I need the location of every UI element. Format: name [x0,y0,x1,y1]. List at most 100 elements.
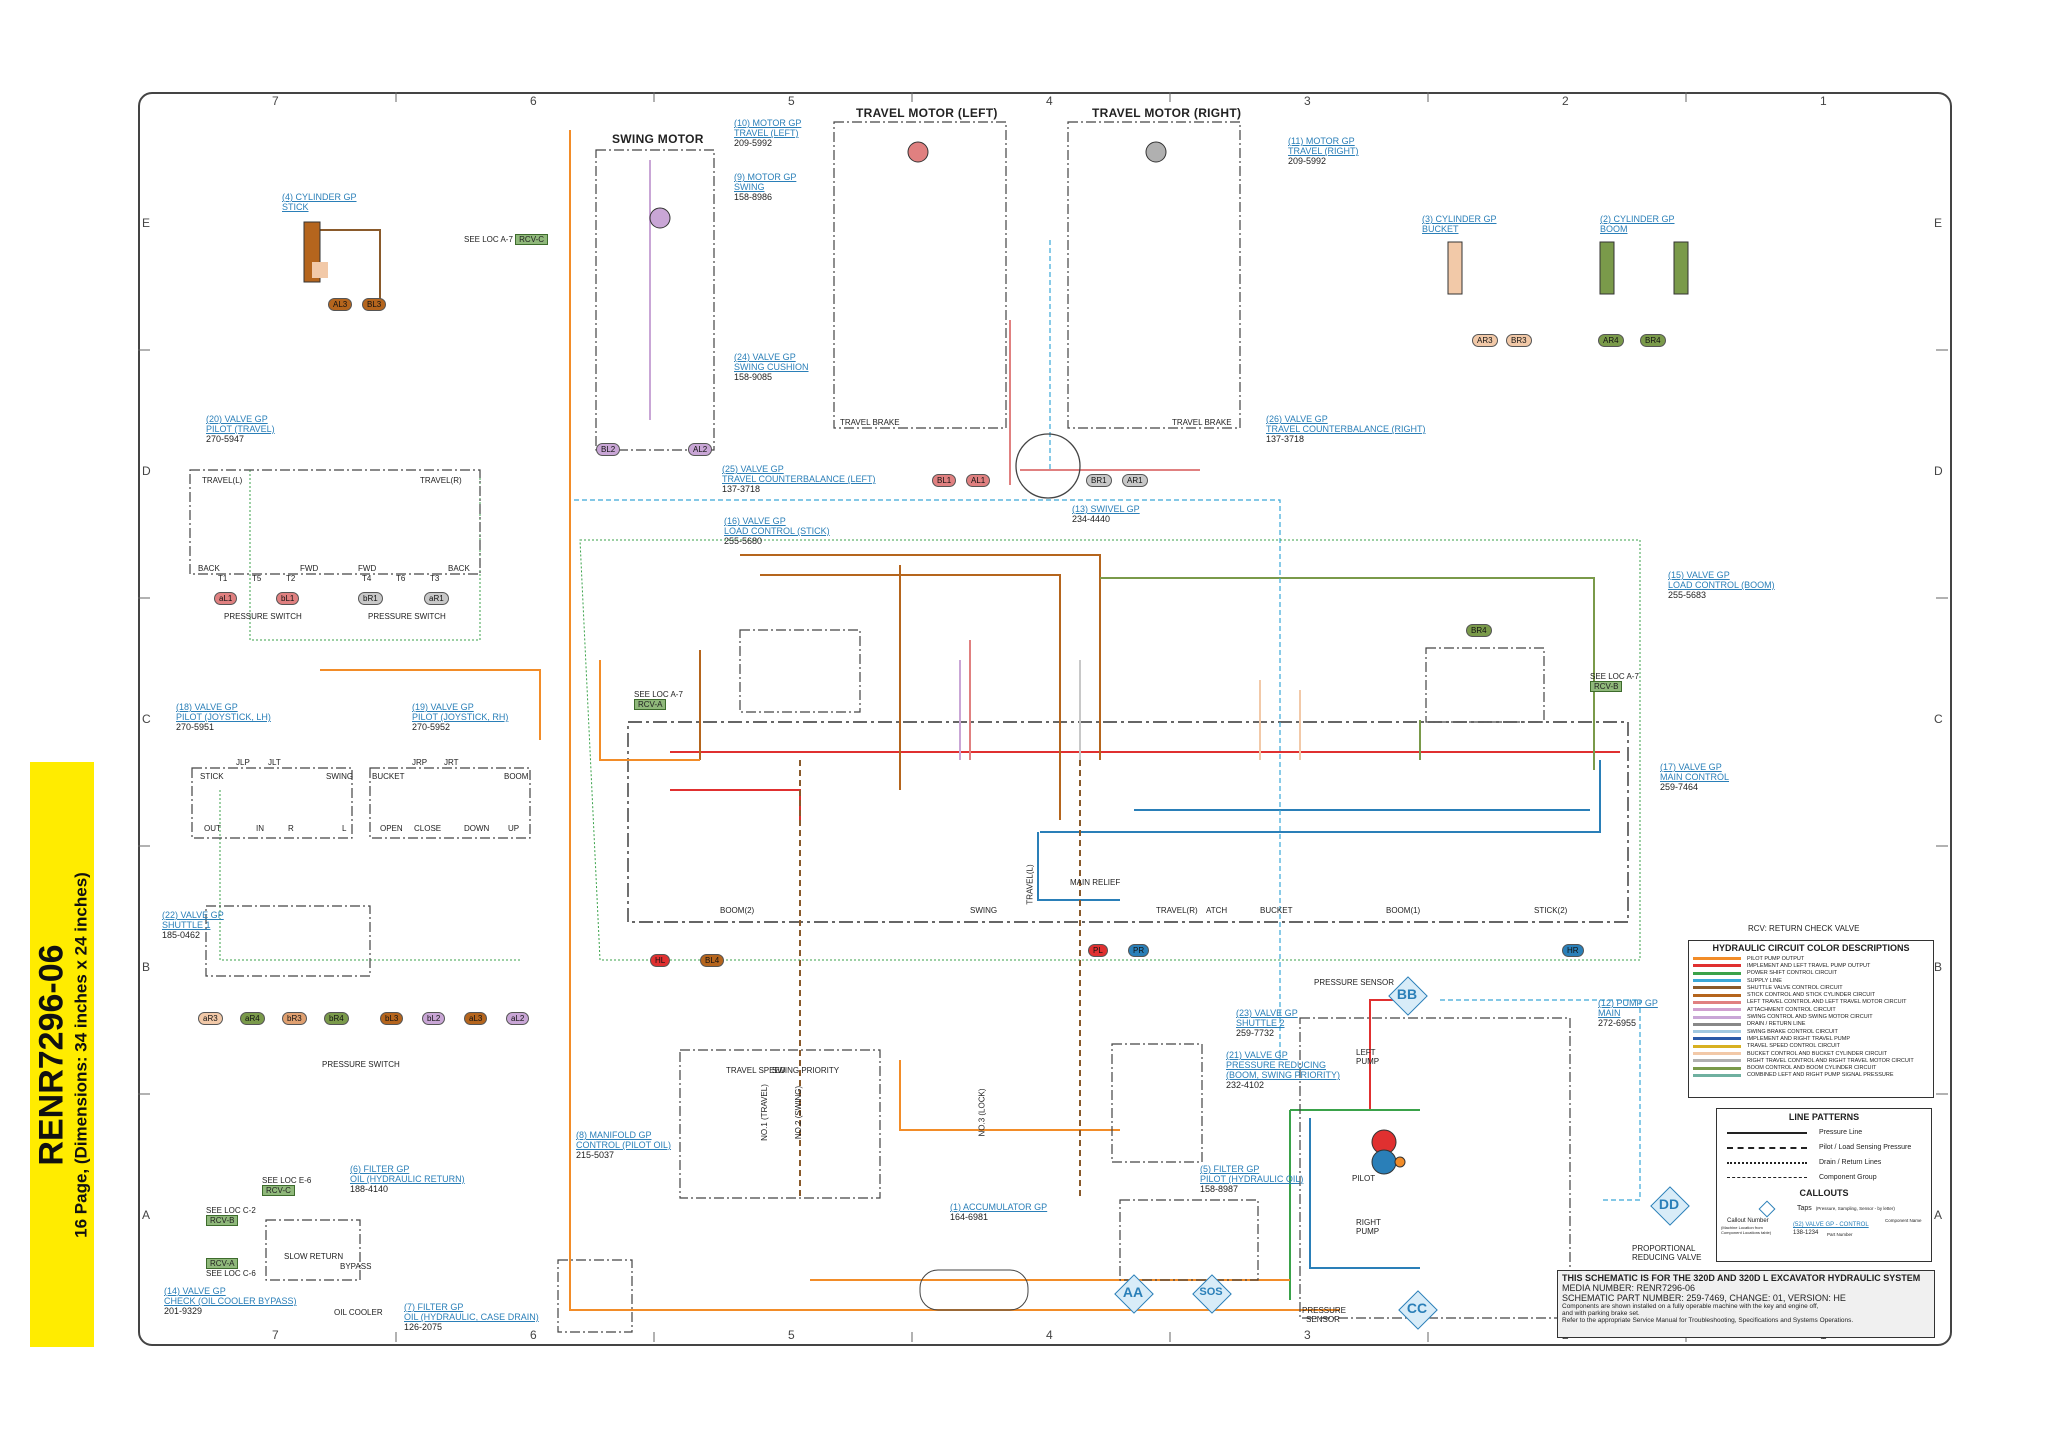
legend-swatch [1693,1037,1741,1041]
label-slow-return: SLOW RETURN [284,1252,344,1261]
grid-row-a: A [142,1208,151,1222]
title-note-2: and with parking brake set. [1562,1310,1640,1317]
label-oil-cooler: OIL COOLER [334,1308,383,1317]
grid-row-c-right: C [1934,712,1943,726]
label-t4: T4 [362,574,372,583]
legend-label: BUCKET CONTROL AND BUCKET CYLINDER CIRCU… [1747,1050,1888,1057]
callouts-title: CALLOUTS [1799,1188,1849,1198]
label-no2-swing: NO.2 (SWING) [794,1085,804,1140]
callout-number-example: Callout Number (Machine Location from Co… [1721,1218,1922,1237]
label-stick-2: STICK(2) [1534,906,1568,915]
tag-br4-upper: BR4 [1466,624,1492,637]
label-jrt: JRT [444,758,459,767]
label-travel-r-section: TRAVEL(R) [1156,906,1198,915]
label-t1: T1 [218,574,228,583]
legend-label: STICK CONTROL AND STICK CYLINDER CIRCUIT [1747,992,1876,999]
label-bypass: BYPASS [340,1262,372,1271]
legend-row: SHUTTLE VALVE CONTROL CIRCUIT [1689,984,1933,991]
pattern-component-group: Component Group [1717,1170,1931,1185]
swing-motor-title: SWING MOTOR [612,132,704,146]
label-r: R [288,824,294,833]
label-jlt: JLT [268,758,281,767]
grid-col-6-bottom: 6 [530,1328,537,1342]
legend-label: LEFT TRAVEL CONTROL AND LEFT TRAVEL MOTO… [1747,999,1907,1006]
legend-label: POWER SHIFT CONTROL CIRCUIT [1747,970,1838,977]
pattern-pressure-line: Pressure Line [1717,1125,1931,1140]
label-bucket-section: BUCKET [1260,906,1293,915]
legend-row: COMBINED LEFT AND RIGHT PUMP SIGNAL PRES… [1689,1072,1933,1079]
grid-col-3: 3 [1304,94,1311,108]
tag-ar1-lower: aR1 [424,592,449,605]
legend-label: SHUTTLE VALVE CONTROL CIRCUIT [1747,984,1843,991]
tag-ar4: AR4 [1598,334,1624,347]
tag-al3-lower: aL3 [464,1012,488,1025]
tag-bl4: BL4 [700,954,725,967]
legend-label: DRAIN / RETURN LINE [1747,1021,1806,1028]
legend-row: BUCKET CONTROL AND BUCKET CYLINDER CIRCU… [1689,1050,1933,1057]
label-boom-1: BOOM(1) [1386,906,1421,915]
legend-row: SWING BRAKE CONTROL CIRCUIT [1689,1028,1933,1035]
label-jrp: JRP [412,758,428,767]
label-proportional-reducing-valve: PROPORTIONAL REDUCING VALVE [1632,1244,1702,1262]
grid-col-4-bottom: 4 [1046,1328,1053,1342]
grid-row-e-right: E [1934,216,1943,230]
tag-br1-lower: bR1 [358,592,383,605]
tag-br3: BR3 [1506,334,1532,347]
label-swing-priority: SWING PRIORITY [772,1066,840,1075]
title-note-3: Refer to the appropriate Service Manual … [1562,1317,1854,1324]
legend-label: SUPPLY LINE [1747,977,1782,984]
line-patterns-legend: LINE PATTERNS Pressure Line Pilot / Load… [1716,1108,1932,1262]
legend-label: TRAVEL SPEED CONTROL CIRCUIT [1747,1043,1841,1050]
legend-label: IMPLEMENT AND RIGHT TRAVEL PUMP [1747,1035,1850,1042]
tag-bl1: BL1 [932,474,957,487]
tag-al1-lower: aL1 [214,592,238,605]
label-open: OPEN [380,824,403,833]
label-out: OUT [204,824,221,833]
label-travel-l-section: TRAVEL(L) [1025,864,1035,905]
travel-motor-left-title: TRAVEL MOTOR (LEFT) [856,106,998,120]
see-loc-rcv-c-top[interactable]: SEE LOC A-7 RCV-C [464,234,549,245]
label-pressure-sensor-bottom: PRESSURE SENSOR [1302,1306,1347,1324]
tap-legend-icon [1758,1200,1776,1217]
title-line-part: SCHEMATIC PART NUMBER: 259-7469, CHANGE:… [1562,1293,1846,1303]
grid-col-7-bottom: 7 [272,1328,279,1342]
legend-label: SWING CONTROL AND SWING MOTOR CIRCUIT [1747,1014,1873,1021]
legend-label: BOOM CONTROL AND BOOM CYLINDER CIRCUIT [1747,1065,1877,1072]
legend-row: IMPLEMENT AND RIGHT TRAVEL PUMP [1689,1035,1933,1042]
label-no1-travel: NO.1 (TRAVEL) [759,1084,769,1141]
label-boom: BOOM [504,772,529,781]
legend-row: BOOM CONTROL AND BOOM CYLINDER CIRCUIT [1689,1064,1933,1071]
